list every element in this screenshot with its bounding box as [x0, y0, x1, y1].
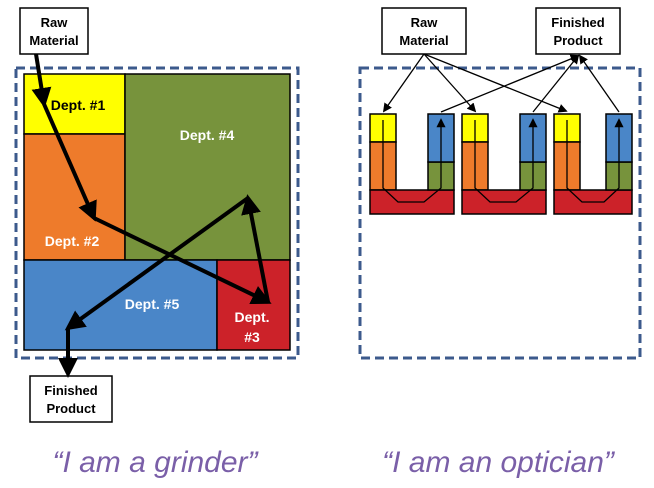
optician-dashed-border [358, 66, 642, 360]
grinder-layout: Dept. #1 Dept. #2 Dept. #4 Dept. #5 Dept… [14, 7, 300, 479]
dept-4-block [124, 73, 291, 261]
raw-to-cell-2-arrow [423, 53, 477, 113]
optician-finished-product-line2: Product [553, 33, 603, 48]
grinder-raw-material-box [19, 7, 89, 55]
optician-raw-material-line1: Raw [411, 15, 439, 30]
work-cell-1 [369, 113, 455, 215]
dept-4-label: Dept. #4 [180, 127, 235, 143]
dept-2-block [23, 133, 126, 261]
grinder-raw-material-line1: Raw [41, 15, 69, 30]
cell-3-to-finished-arrow [578, 54, 620, 113]
grinder-finished-product-box [29, 375, 113, 423]
grinder-finished-product-line1: Finished [44, 383, 98, 398]
grinder-flow-arrow-raw-to-1 [31, 53, 52, 108]
cell-1-flow-arrow [382, 118, 446, 203]
dept-3-label-line2: #3 [244, 329, 260, 345]
dept-5-label: Dept. #5 [125, 296, 180, 312]
work-cell-3 [553, 113, 633, 215]
dept-1-label: Dept. #1 [51, 97, 106, 113]
dept-2-label: Dept. #2 [45, 233, 100, 249]
raw-to-cell-1-arrow [382, 53, 425, 113]
cell-1-to-finished-arrow [440, 54, 580, 113]
optician-layout: Raw Material Finished Product [358, 7, 642, 479]
cell-2-flow-arrow [474, 118, 538, 203]
optician-finished-product-box [535, 7, 621, 55]
dept-3-label-line1: Dept. [235, 309, 270, 325]
grinder-finished-product-line2: Product [46, 401, 96, 416]
grinder-caption: “I am a grinder” [52, 446, 259, 479]
grinder-flow-arrow-3-to-4 [241, 194, 270, 303]
dept-3-block [216, 259, 291, 351]
grinder-flow-arrow-2-to-3 [93, 216, 272, 305]
grinder-flow-arrow-4-to-5 [64, 196, 250, 331]
grinder-dashed-border [14, 66, 300, 360]
optician-caption: “I am an optician” [382, 446, 616, 479]
grinder-flow-arrow-1-to-2 [42, 103, 97, 222]
raw-to-cell-3-arrow [423, 53, 568, 113]
optician-raw-material-line2: Material [399, 33, 448, 48]
cell-2-to-finished-arrow [532, 54, 580, 113]
optician-raw-material-box [381, 7, 467, 55]
dept-5-block [23, 259, 218, 351]
optician-finished-product-line1: Finished [551, 15, 605, 30]
grinder-raw-material-line2: Material [29, 33, 78, 48]
cell-3-flow-arrow [566, 118, 624, 203]
